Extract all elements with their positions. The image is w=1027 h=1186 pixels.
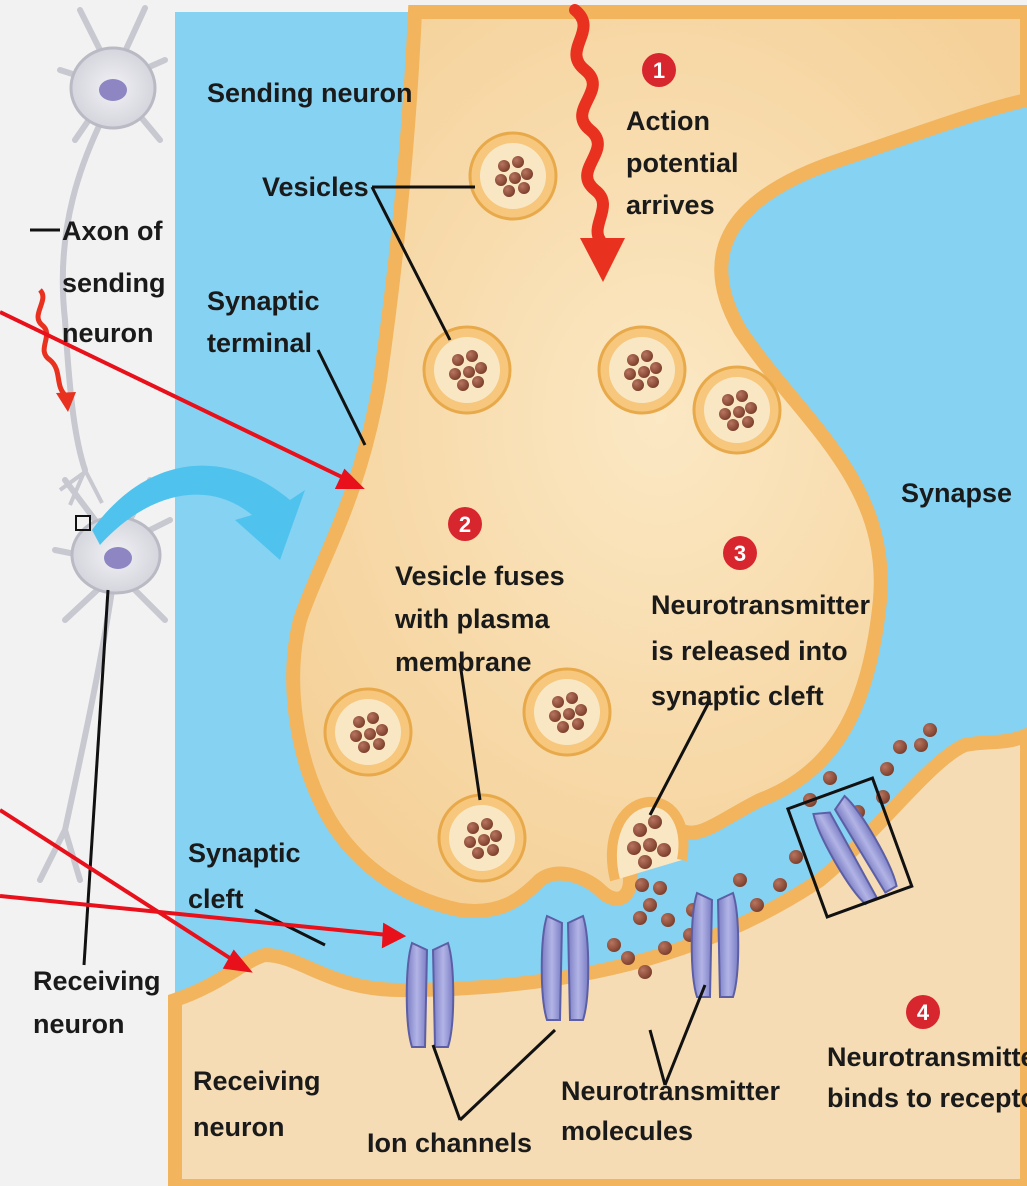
label-synapse: Synapse [901, 478, 1012, 508]
step3-badge: 3 [723, 536, 757, 570]
svg-text:3: 3 [734, 541, 746, 566]
step4-badge: 4 [906, 995, 940, 1029]
vesicle [524, 669, 610, 755]
fusing-vesicle [439, 795, 525, 881]
sending-neuron-nucleus [99, 79, 127, 101]
label-ion-channels: Ion channels [367, 1128, 532, 1158]
label-sending-neuron: Sending neuron [207, 78, 413, 108]
svg-text:1: 1 [653, 58, 665, 83]
step1-badge: 1 [642, 53, 676, 87]
label-vesicles: Vesicles [262, 172, 369, 202]
svg-text:2: 2 [459, 512, 471, 537]
vesicle [694, 367, 780, 453]
vesicle [325, 689, 411, 775]
svg-text:4: 4 [917, 1000, 930, 1025]
vesicle [470, 133, 556, 219]
step2-badge: 2 [448, 507, 482, 541]
receiving-neuron-nucleus [104, 547, 132, 569]
vesicle [424, 327, 510, 413]
vesicle [599, 327, 685, 413]
